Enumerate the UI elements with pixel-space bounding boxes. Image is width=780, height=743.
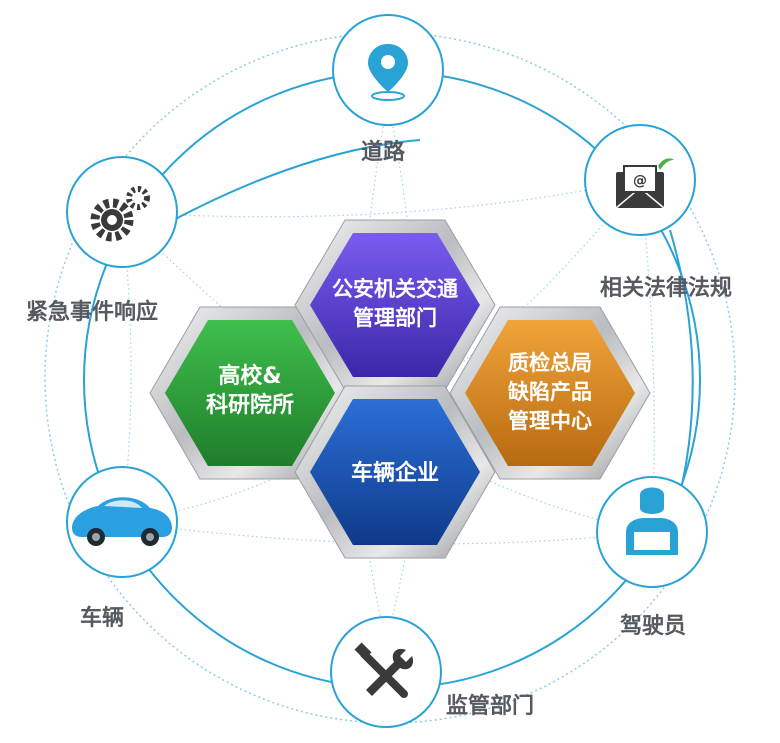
label-laws: 相关法律法规 <box>600 276 733 301</box>
label-emergency: 紧急事件响应 <box>26 300 159 325</box>
hex-top: 公安机关交通 管理部门 <box>294 219 496 391</box>
node-vehicle <box>66 466 178 578</box>
label-vehicle: 车辆 <box>80 606 125 631</box>
hex-right-line-2: 缺陷产品 <box>508 380 592 404</box>
label-regulator: 监管部门 <box>446 694 535 719</box>
hex-top-line-1: 公安机关交通 <box>332 277 458 301</box>
node-regulator <box>330 616 442 728</box>
location-pin-icon <box>368 44 408 101</box>
tools-icon <box>354 642 414 698</box>
node-laws: @ <box>584 124 696 236</box>
node-road <box>332 14 444 126</box>
car-icon <box>72 497 172 546</box>
svg-text:@: @ <box>633 173 647 189</box>
hex-top-line-2: 管理部门 <box>353 306 437 330</box>
node-driver <box>596 476 708 588</box>
gears-icon <box>90 186 150 242</box>
hex-right: 质检总局 缺陷产品 管理中心 <box>449 306 651 480</box>
hex-left-line-1: 高校& <box>218 363 281 389</box>
email-envelope-icon: @ <box>615 158 674 209</box>
hex-center-line-1: 车辆企业 <box>351 460 439 486</box>
label-road: 道路 <box>361 140 406 165</box>
hex-center: 车辆企业 <box>294 385 496 559</box>
hex-left-line-2: 科研院所 <box>206 392 294 418</box>
node-emergency <box>66 156 178 268</box>
person-icon <box>626 487 678 555</box>
hex-left: 高校& 科研院所 <box>149 306 351 480</box>
label-driver: 驾驶员 <box>620 614 687 639</box>
hex-right-line-3: 管理中心 <box>508 409 592 433</box>
hex-right-line-1: 质检总局 <box>508 351 592 375</box>
